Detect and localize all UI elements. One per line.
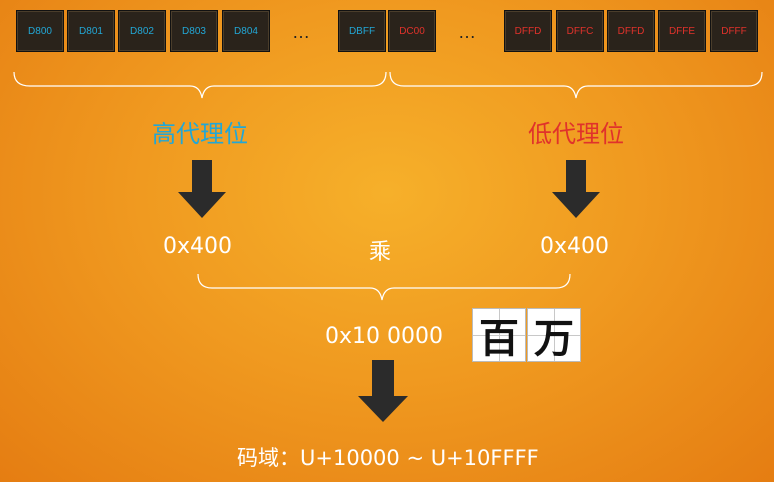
product-value: 0x10 0000 (325, 324, 443, 349)
low-surrogate-label: 低代理位 (528, 120, 624, 148)
multiply-word: 乘 (369, 240, 392, 265)
multiplier-left: 0x400 (163, 234, 233, 259)
high-cell: D800 (16, 10, 64, 52)
high-cell: D804 (222, 10, 270, 52)
high-cell: D801 (67, 10, 115, 52)
multiplier-right: 0x400 (540, 234, 610, 259)
million-stamp-char: 万 (527, 308, 581, 362)
ellipsis: … (458, 22, 477, 42)
high-last-cell: DBFF (338, 10, 386, 52)
low-cell: DFFE (658, 10, 706, 52)
down-arrow-icon (178, 160, 226, 218)
low-cell: DFFF (710, 10, 758, 52)
high-cell: D802 (118, 10, 166, 52)
million-stamp-char: 百 (472, 308, 526, 362)
down-arrow-icon (358, 360, 408, 422)
left-brace-icon (13, 71, 387, 99)
high-surrogate-label: 高代理位 (152, 120, 248, 148)
high-cell: D803 (170, 10, 218, 52)
low-cell: DFFD (607, 10, 655, 52)
multiply-brace-icon (197, 273, 571, 301)
down-arrow-icon (552, 160, 600, 218)
low-cell: DFFD (504, 10, 552, 52)
ellipsis: … (292, 22, 311, 42)
low-first-cell: DC00 (388, 10, 436, 52)
code-range: 码域：U+10000 ~ U+10FFFF (237, 446, 539, 470)
right-brace-icon (389, 71, 763, 99)
low-cell: DFFC (556, 10, 604, 52)
